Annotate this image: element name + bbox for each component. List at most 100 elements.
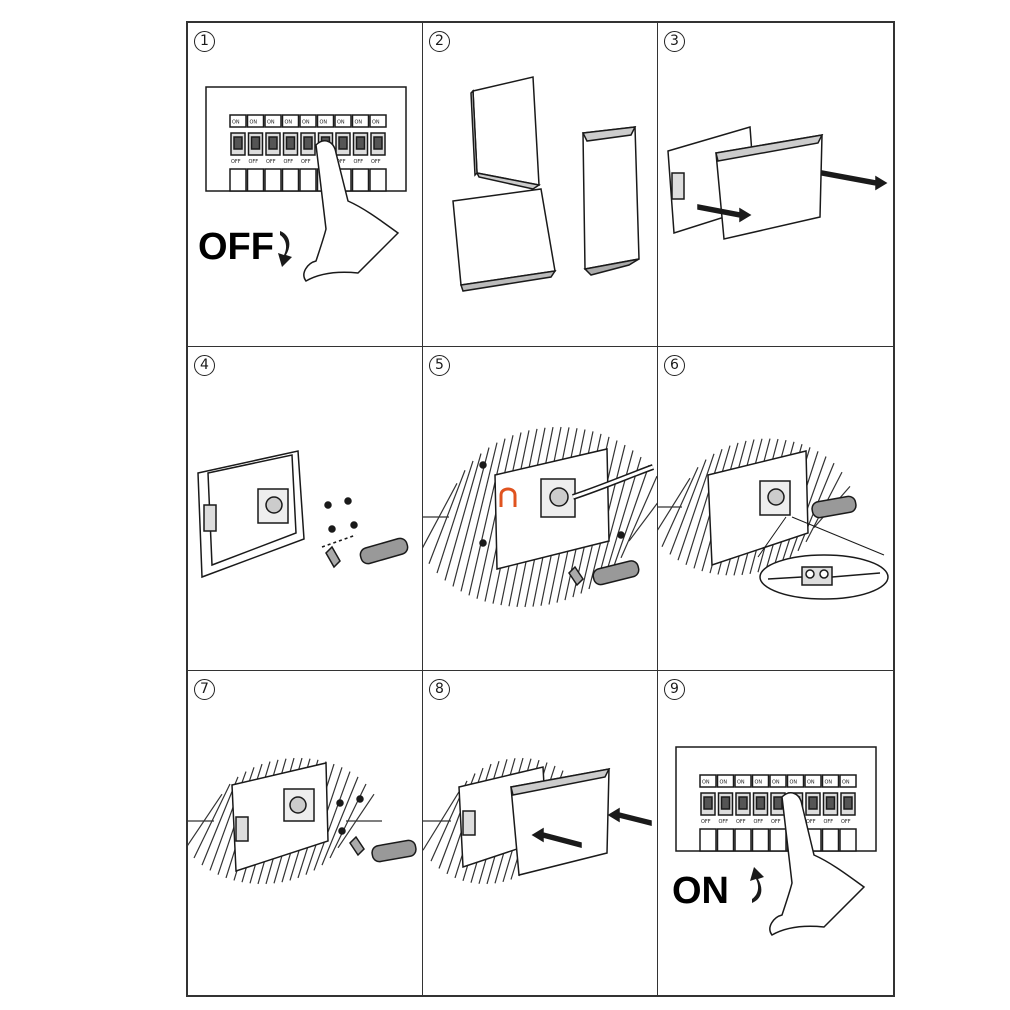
on-text: ON (842, 780, 850, 786)
step-number: 8 (429, 679, 450, 700)
breaker-panel: ONOFFONOFFONOFFONOFFONOFFONOFFONOFFONOFF… (675, 746, 877, 852)
on-text: ON (825, 780, 833, 786)
breaker-module: ON OFF (699, 774, 717, 852)
mount-base-illustration (197, 450, 409, 579)
breaker-module: ON OFF (734, 774, 752, 852)
breaker-module: ON OFF (264, 114, 282, 192)
step-panel-1: 1 ONOFFONOFFONOFFONOFFONOFFONOFFONOFFONO… (188, 23, 423, 347)
off-text: OFF (284, 159, 294, 165)
cover (510, 767, 611, 876)
on-label: ON (672, 870, 729, 912)
on-text: ON (772, 780, 780, 786)
wiring-illustration (658, 438, 889, 600)
front-cover (470, 76, 541, 190)
breaker-module: ON OFF (369, 114, 387, 192)
step-number: 9 (664, 679, 685, 700)
step-panel-2: 2 (423, 23, 658, 347)
breaker-module: ON OFF (246, 114, 265, 192)
off-text: OFF (736, 819, 746, 825)
off-text: OFF (231, 159, 241, 165)
step-panel-5: 5 (423, 347, 658, 671)
step-number: 5 (429, 355, 450, 376)
off-label: OFF (198, 226, 274, 268)
step-panel-9: 9 ONOFFONOFFONOFFONOFFONOFFONOFFONOFFONO… (658, 671, 893, 995)
attach-cover-illustration (423, 757, 652, 885)
on-text: ON (232, 120, 240, 126)
step-number: 6 (664, 355, 685, 376)
base-plate (231, 762, 329, 873)
on-text: ON (267, 120, 275, 126)
terminal-block-icon (759, 554, 889, 600)
off-text: OFF (771, 819, 781, 825)
cable-channel (499, 487, 517, 507)
on-text: ON (807, 780, 815, 786)
breaker-module: ON OFF (716, 774, 735, 852)
step-number: 7 (194, 679, 215, 700)
off-text: OFF (354, 159, 364, 165)
breaker-panel: ON OFF ON OFF ON OFF ON OFF ON OFF ON OFF ON OFF ON OFF… (205, 86, 407, 192)
on-text: ON (302, 120, 310, 126)
off-text: OFF (824, 819, 834, 825)
device-parts-illustration (452, 76, 640, 292)
secure-base-illustration (188, 757, 417, 885)
screw-icon (336, 795, 364, 835)
on-text: ON (755, 780, 763, 786)
breaker-module: ON OFF (839, 774, 857, 852)
breaker-on-illustration: ONOFFONOFFONOFFONOFFONOFFONOFFONOFFONOFF… (672, 746, 877, 936)
off-text: OFF (336, 159, 346, 165)
off-text: OFF (754, 819, 764, 825)
cover (715, 134, 824, 240)
arrow-icon (531, 807, 652, 848)
on-text: ON (720, 780, 728, 786)
on-text: ON (702, 780, 710, 786)
screwdriver-icon (321, 534, 357, 569)
on-text: ON (337, 120, 345, 126)
screw-icon (324, 497, 358, 533)
step-number: 3 (664, 31, 685, 52)
step-number: 2 (429, 31, 450, 52)
step-panel-3: 3 (658, 23, 893, 347)
off-text: OFF (841, 819, 851, 825)
breaker-module: ON OFF (351, 114, 370, 192)
off-text: OFF (371, 159, 381, 165)
step-panel-7: 7 (188, 671, 423, 995)
step-panel-6: 6 (658, 347, 893, 671)
screw-icon (479, 461, 625, 547)
off-text: OFF (266, 159, 276, 165)
instruction-grid: 1 ONOFFONOFFONOFFONOFFONOFFONOFFONOFFONO… (186, 21, 895, 997)
on-text: ON (320, 120, 328, 126)
off-text: OFF (301, 159, 311, 165)
on-text: ON (737, 780, 745, 786)
wall-plug-icon (349, 835, 417, 863)
on-text: ON (790, 780, 798, 786)
side-cover (581, 126, 640, 276)
breaker-module: ON OFF (751, 774, 770, 852)
base-plate (197, 450, 305, 579)
wall-plug-icon (811, 495, 857, 519)
open-cover-illustration (667, 126, 888, 240)
arrow-icon (697, 170, 888, 223)
hand-icon (769, 792, 866, 936)
breaker-off-illustration: ON OFF ON OFF ON OFF ON OFF ON OFF ON OFF ON OFF ON OFF… (198, 86, 407, 282)
off-text: OFF (701, 819, 711, 825)
breaker-module: ON OFF (229, 114, 247, 192)
off-text: OFF (719, 819, 729, 825)
base-plate (494, 448, 610, 570)
breaker-module: ON OFF (299, 114, 317, 192)
step-panel-8: 8 (423, 671, 658, 995)
wall-plug-icon (568, 560, 640, 587)
on-text: ON (285, 120, 293, 126)
on-text: ON (355, 120, 363, 126)
arrow-up-icon (750, 867, 764, 903)
on-text: ON (372, 120, 380, 126)
back-box (452, 188, 557, 292)
step-number: 4 (194, 355, 215, 376)
step-panel-4: 4 (188, 347, 423, 671)
step-number: 1 (194, 31, 215, 52)
off-text: OFF (249, 159, 259, 165)
wall-plug-icon (359, 537, 409, 565)
on-text: ON (250, 120, 258, 126)
fix-wall-illustration (423, 426, 657, 608)
breaker-module: ON OFF (821, 774, 840, 852)
breaker-module: ON OFF (281, 114, 300, 192)
